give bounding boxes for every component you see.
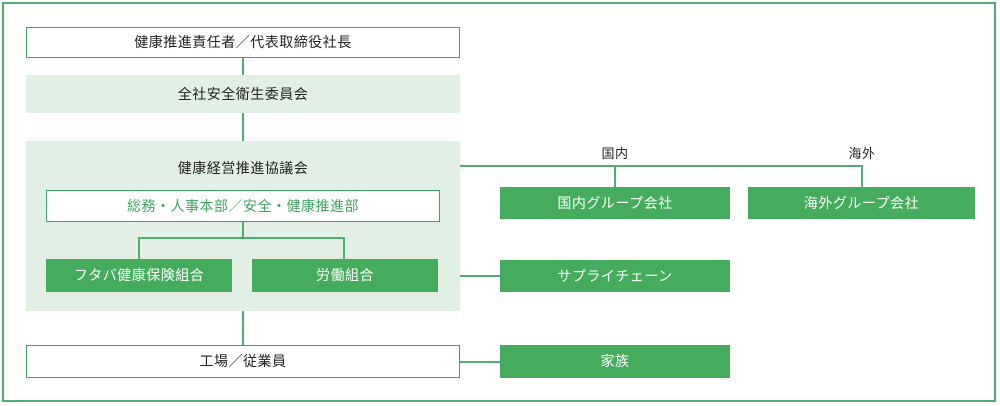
connector-drop-labor-union (343, 237, 345, 259)
node-supply-chain[interactable]: サプライチェーン (500, 260, 730, 292)
node-hr-department[interactable]: 総務・人事本部／安全・健康推進部 (46, 190, 440, 222)
connector-committee-to-council (242, 113, 244, 142)
connector-council-to-supply-chain (460, 275, 500, 277)
connector-council-to-groups-bus (460, 165, 862, 167)
node-health-insurance-union[interactable]: フタバ健康保険組合 (46, 259, 232, 292)
node-domestic-group-label: 国内グループ会社 (557, 194, 673, 211)
node-safety-committee[interactable]: 全社安全衛生委員会 (26, 75, 460, 113)
panel-promotion-council-title: 健康経営推進協議会 (177, 160, 309, 176)
node-top-officer-label: 健康推進責任者／代表取締役社長 (134, 34, 352, 51)
node-hr-department-label: 総務・人事本部／安全・健康推進部 (127, 197, 359, 214)
connector-council-to-factory (242, 311, 244, 345)
node-overseas-group-label: 海外グループ会社 (803, 194, 920, 211)
node-domestic-group[interactable]: 国内グループ会社 (500, 187, 730, 219)
caption-overseas: 海外 (848, 146, 876, 161)
connector-hr-stub (242, 222, 244, 237)
diagram-frame (2, 2, 996, 402)
node-overseas-group[interactable]: 海外グループ会社 (748, 187, 975, 219)
connector-hr-bus (138, 237, 344, 239)
connector-officer-to-committee (242, 58, 244, 76)
caption-domestic: 国内 (601, 146, 629, 161)
connector-drop-insurance-union (138, 237, 140, 259)
node-labor-union[interactable]: 労働組合 (252, 259, 438, 292)
connector-drop-overseas-group (861, 165, 863, 187)
node-family[interactable]: 家族 (500, 345, 730, 378)
node-factory-employees-label: 工場／従業員 (199, 353, 287, 370)
node-safety-committee-label: 全社安全衛生委員会 (177, 85, 309, 102)
connector-drop-domestic-group (614, 165, 616, 187)
node-top-officer[interactable]: 健康推進責任者／代表取締役社長 (26, 27, 460, 58)
connector-factory-to-family (460, 361, 500, 363)
node-labor-union-label: 労働組合 (316, 267, 374, 284)
node-family-label: 家族 (600, 353, 630, 370)
node-supply-chain-label: サプライチェーン (557, 267, 673, 284)
node-health-insurance-union-label: フタバ健康保険組合 (73, 267, 205, 284)
node-factory-employees[interactable]: 工場／従業員 (26, 345, 460, 378)
